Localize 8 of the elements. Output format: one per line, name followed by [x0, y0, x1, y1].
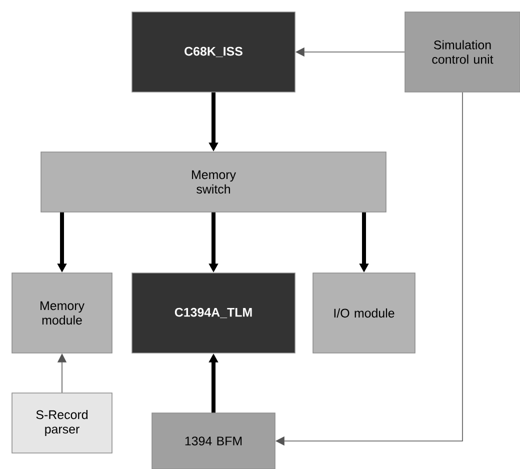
block-box: S-Record parser — [12, 392, 112, 454]
block-box: C68K_ISS — [132, 12, 296, 92]
block-box: 1394 BFM — [152, 412, 276, 469]
block-box: C1394A_TLM — [132, 272, 296, 354]
block-box: Simulation control unit — [404, 12, 520, 92]
block-box: I/O module — [312, 272, 416, 354]
block-box: Memory module — [12, 272, 112, 354]
block-box: Memory switch — [40, 152, 386, 212]
